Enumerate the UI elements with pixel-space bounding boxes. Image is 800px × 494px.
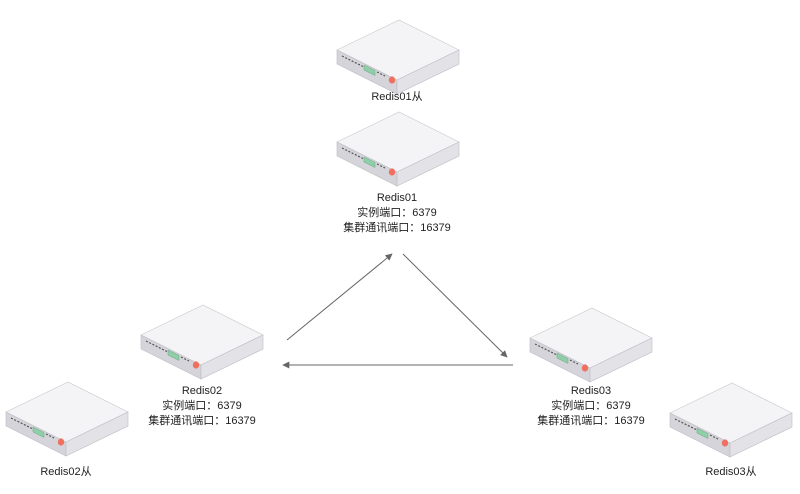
server-side-face: [200, 334, 264, 380]
instance-port: 实例端口：6379: [551, 400, 631, 412]
power-light-red: [721, 439, 729, 447]
status-light-green: [167, 349, 180, 361]
server-vent: [45, 433, 55, 439]
server-icon-redis02: [140, 304, 264, 380]
node-label-redis03-slave: Redis03从: [631, 465, 800, 480]
server-side-face: [65, 411, 129, 457]
cluster-port: 集群通讯端口：16379: [537, 415, 645, 427]
server-side-face: [729, 412, 793, 458]
server-vent: [10, 417, 33, 430]
server-vent: [145, 340, 168, 353]
node-name: Redis01: [376, 192, 418, 204]
node-label-redis01-slave: Redis01从: [297, 90, 497, 105]
node-name: Redis02: [181, 385, 223, 397]
power-light-red: [57, 438, 65, 446]
status-light-green: [363, 64, 376, 76]
power-light-red: [388, 76, 396, 84]
server-side-face: [589, 337, 653, 383]
node-name: Redis02从: [40, 466, 92, 478]
node-name: Redis01从: [371, 91, 423, 103]
server-icon-redis02-slave: [5, 381, 129, 457]
node-name: Redis03: [570, 385, 612, 397]
node-label-redis02-slave: Redis02从: [0, 465, 166, 480]
server-vent: [376, 71, 386, 77]
server-vent: [569, 359, 579, 365]
server-vent: [376, 163, 386, 169]
power-light-red: [581, 364, 589, 372]
server-side-face: [396, 49, 460, 95]
node-label-redis03: Redis03 实例端口：6379 集群通讯端口：16379: [491, 384, 691, 429]
server-vent: [341, 55, 364, 68]
server-icon-redis01: [336, 111, 460, 187]
server-icon-redis03: [529, 307, 653, 383]
arrow-redis01-to-redis03: [402, 253, 508, 358]
server-vent: [180, 356, 190, 362]
power-light-red: [388, 168, 396, 176]
instance-port: 实例端口：6379: [357, 207, 437, 219]
server-side-face: [396, 141, 460, 187]
node-label-redis01: Redis01 实例端口：6379 集群通讯端口：16379: [297, 191, 497, 236]
status-light-green: [696, 427, 709, 439]
power-light-red: [192, 361, 200, 369]
status-light-green: [363, 156, 376, 168]
cluster-port: 集群通讯端口：16379: [148, 415, 256, 427]
server-vent: [341, 147, 364, 160]
status-light-green: [556, 352, 569, 364]
instance-port: 实例端口：6379: [162, 400, 242, 412]
node-label-redis02: Redis02 实例端口：6379 集群通讯端口：16379: [102, 384, 302, 429]
cluster-port: 集群通讯端口：16379: [343, 222, 451, 234]
status-light-green: [32, 426, 45, 438]
node-name: Redis03从: [705, 466, 757, 478]
arrow-redis02-to-redis01: [286, 253, 393, 341]
server-vent: [534, 343, 557, 356]
server-vent: [674, 418, 697, 431]
server-icon-redis01-slave: [336, 19, 460, 95]
server-icon-redis03-slave: [669, 382, 793, 458]
server-vent: [709, 434, 719, 440]
